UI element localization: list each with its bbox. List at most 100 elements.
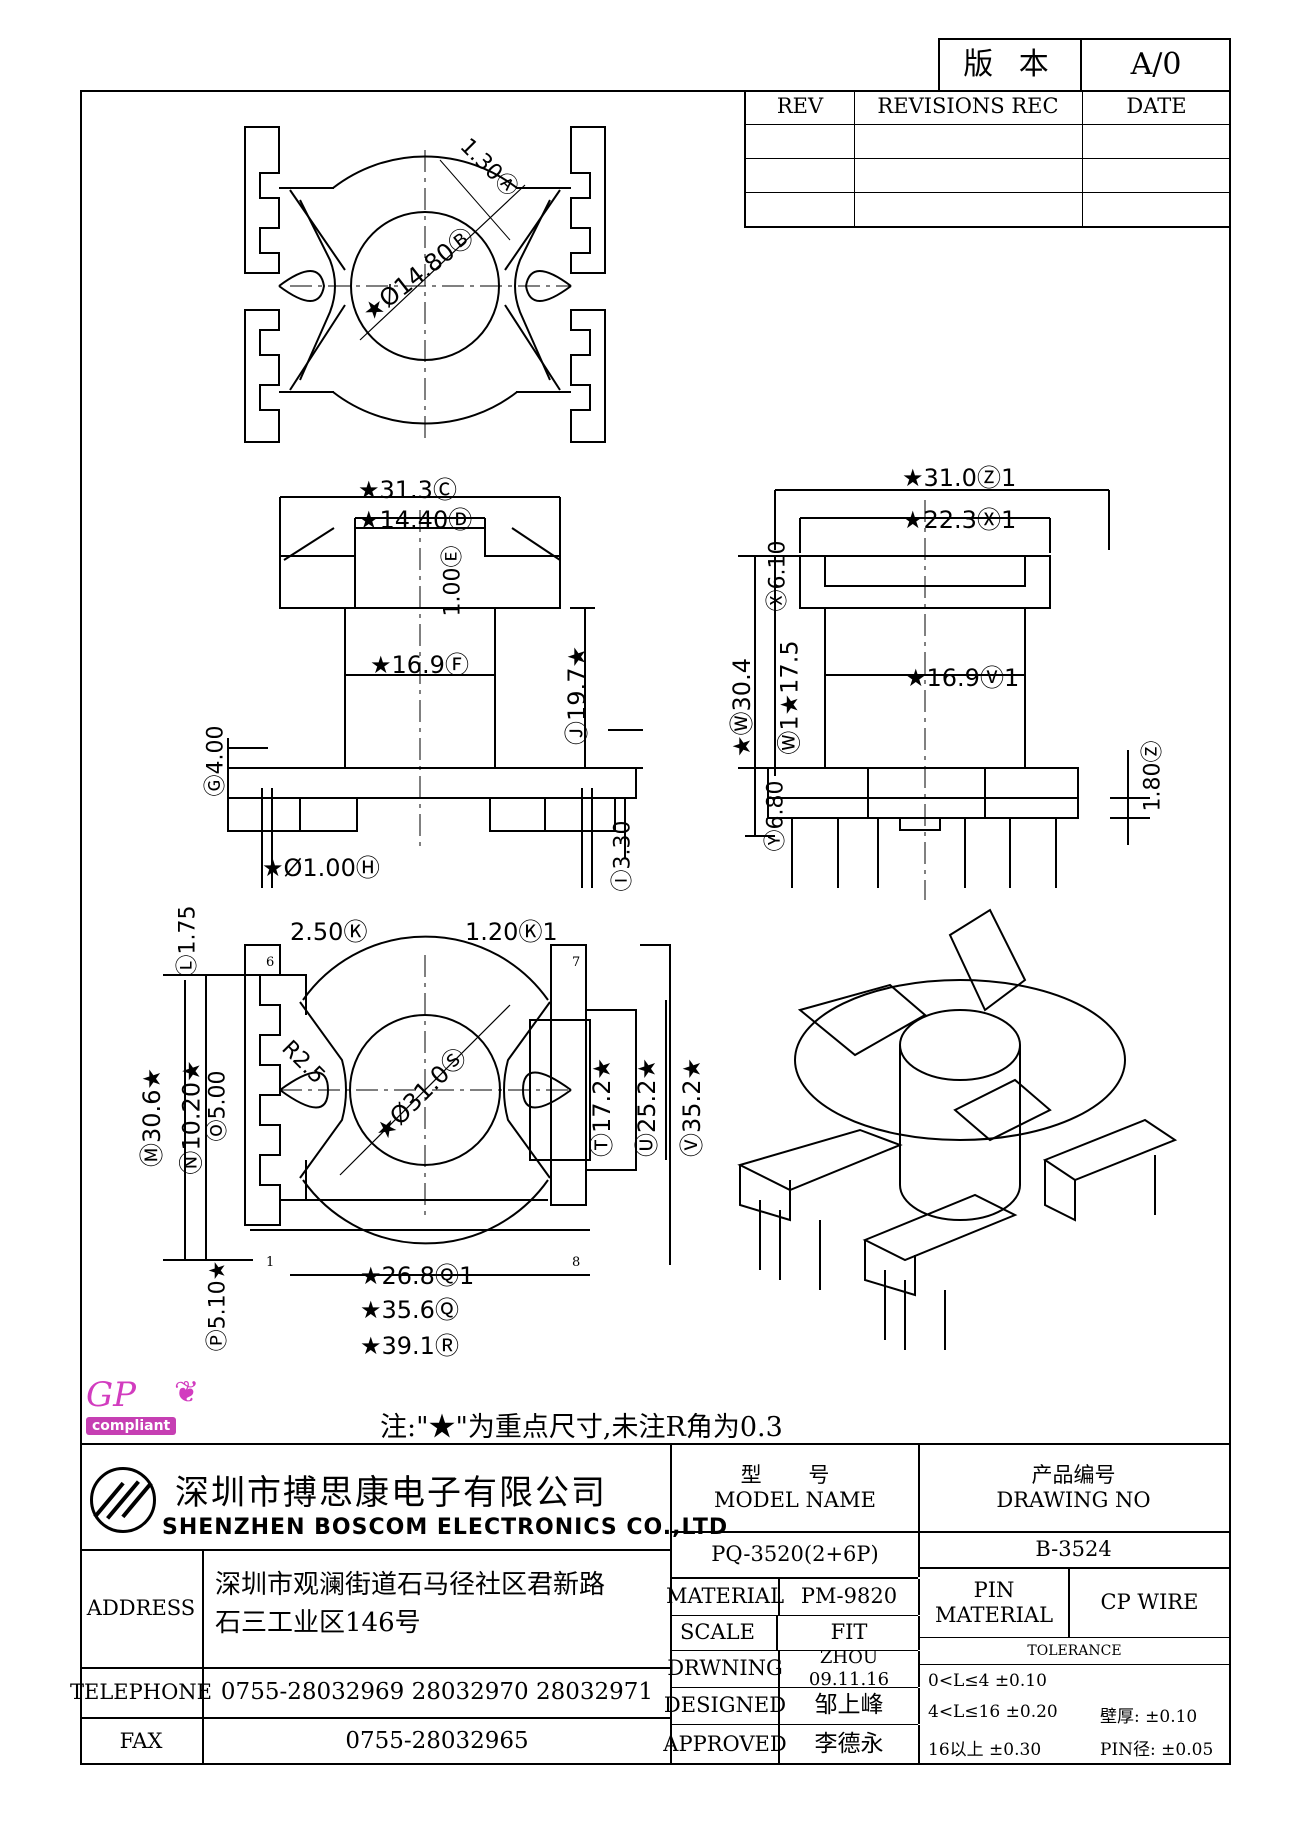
address-value: 深圳市观澜街道石马径社区君新路 石三工业区146号 bbox=[215, 1567, 605, 1642]
dim-26.8: ★26.8Ⓠ1 bbox=[360, 1262, 475, 1290]
model-label: 型 号 MODEL NAME bbox=[672, 1445, 920, 1531]
dim-35.2: Ⓥ35.2★ bbox=[677, 1058, 706, 1157]
dim-35.6: ★35.6Ⓠ bbox=[360, 1296, 459, 1324]
version-value: A/0 bbox=[1130, 47, 1182, 82]
side-view bbox=[738, 489, 1150, 900]
front-view bbox=[227, 496, 643, 888]
dim-30.6: Ⓜ30.6★ bbox=[137, 1068, 166, 1167]
approved-label: APPROVED bbox=[663, 1725, 787, 1765]
drawing-no-label: 产品编号 DRAWING NO bbox=[918, 1445, 1229, 1531]
top-view bbox=[244, 126, 606, 443]
gp-compliant-logo: GP compliant ❦ bbox=[86, 1375, 199, 1435]
model-label-cn: 型 号 bbox=[740, 1462, 850, 1487]
designed-value: 邹上峰 bbox=[780, 1688, 920, 1724]
divider bbox=[672, 1577, 918, 1579]
dim-2.50: 2.50Ⓚ bbox=[290, 918, 368, 946]
pin-number: 6 bbox=[266, 955, 275, 970]
date-header: DATE bbox=[1082, 90, 1231, 125]
dim-1.20: 1.20Ⓚ1 bbox=[465, 918, 558, 946]
pin-label-line1: PIN bbox=[973, 1577, 1015, 1602]
dim-5.00: Ⓞ5.00 bbox=[205, 1070, 231, 1142]
dim-4.00: Ⓖ4.00 bbox=[203, 725, 229, 797]
version-box: 版 本 A/0 bbox=[938, 38, 1231, 90]
revision-row bbox=[746, 158, 1231, 193]
dim-19.7: Ⓙ19.7★ bbox=[562, 646, 591, 745]
rev-col-divider bbox=[854, 124, 855, 226]
pin-label-line2: MATERIAL bbox=[934, 1603, 1054, 1627]
tolerance-row: 16以上 ±0.30 bbox=[928, 1740, 1042, 1760]
leaf-icon: ❦ bbox=[174, 1375, 200, 1410]
divider bbox=[920, 1664, 1229, 1665]
divider bbox=[672, 1650, 918, 1651]
pin-number: 8 bbox=[572, 1255, 581, 1270]
tolerance-pin: PIN径: ±0.05 bbox=[1100, 1740, 1214, 1760]
rev-header: REV bbox=[746, 90, 855, 125]
telephone-value: 0755-28032969 28032970 28032971 bbox=[220, 1679, 654, 1706]
pin-material-label: PIN MATERIAL bbox=[920, 1569, 1070, 1637]
dim-22.3: ★22.3Ⓧ1 bbox=[902, 506, 1017, 534]
divider bbox=[672, 1687, 918, 1688]
designed-label: DESIGNED bbox=[664, 1688, 786, 1724]
tolerance-row: 4<L≤16 ±0.20 bbox=[928, 1702, 1058, 1722]
fax-label: FAX bbox=[80, 1719, 204, 1765]
revisions-table: REV REVISIONS REC DATE bbox=[744, 90, 1231, 228]
drawing-frame bbox=[80, 90, 1231, 1765]
drawn-label: DRWNING bbox=[667, 1651, 783, 1687]
divider bbox=[918, 1567, 1229, 1569]
approved-value: 李德永 bbox=[780, 1725, 920, 1765]
address-line2: 石三工业区146号 bbox=[215, 1607, 421, 1638]
dim-16.9-v1: ★16.9Ⓥ1 bbox=[905, 664, 1020, 692]
revisions-rec-header: REVISIONS REC bbox=[854, 90, 1083, 125]
scale-value: FIT bbox=[780, 1616, 920, 1650]
gp-logo-text: GP bbox=[86, 1375, 137, 1415]
drawing-label-cn: 产品编号 bbox=[1031, 1462, 1116, 1487]
dim-16.9: ★16.9Ⓕ bbox=[370, 651, 469, 679]
revision-row bbox=[746, 124, 1231, 159]
dim-6.80: Ⓨ6.80 bbox=[763, 780, 789, 852]
divider bbox=[670, 1445, 672, 1765]
dim-39.1: ★39.1Ⓡ bbox=[360, 1332, 459, 1360]
fax-value: 0755-28032965 bbox=[345, 1728, 529, 1755]
drawing-label-en: DRAWING NO bbox=[996, 1488, 1151, 1512]
divider bbox=[672, 1615, 918, 1616]
dim-1.00: 1.00Ⓔ bbox=[440, 545, 466, 617]
divider bbox=[672, 1724, 918, 1725]
bottom-view bbox=[163, 935, 671, 1276]
rev-col-divider bbox=[1082, 124, 1083, 226]
dim-dia-1.00: ★Ø1.00Ⓗ bbox=[262, 854, 380, 882]
dim-5.10: Ⓟ5.10★ bbox=[205, 1260, 231, 1352]
dim-3.30: Ⓘ3.30 bbox=[610, 820, 636, 892]
divider bbox=[80, 1667, 670, 1669]
address-label: ADDRESS bbox=[80, 1551, 204, 1667]
dim-25.2: Ⓤ25.2★ bbox=[632, 1058, 661, 1157]
drawing-note: 注:"★"为重点尺寸,未注R角为0.3 bbox=[380, 1412, 783, 1443]
scale-label: SCALE bbox=[672, 1616, 778, 1650]
company-name-en: SHENZHEN BOSCOM ELECTRONICS CO.,LTD bbox=[162, 1515, 729, 1540]
company-name-cn: 深圳市搏思康电子有限公司 bbox=[175, 1473, 607, 1513]
dim-17.2: Ⓣ17.2★ bbox=[587, 1058, 616, 1157]
divider bbox=[80, 1549, 670, 1551]
address-line1: 深圳市观澜街道石马径社区君新路 bbox=[215, 1570, 606, 1600]
technical-drawing bbox=[163, 126, 1178, 1350]
tolerance-wall: 壁厚: ±0.10 bbox=[1100, 1707, 1198, 1727]
dim-31.3: ★31.3Ⓒ bbox=[358, 476, 457, 504]
divider bbox=[672, 1531, 1229, 1533]
tolerance-row: 0<L≤4 ±0.10 bbox=[928, 1671, 1047, 1691]
model-label-en: MODEL NAME bbox=[714, 1488, 876, 1512]
divider bbox=[920, 1637, 1229, 1638]
dim-1.75: Ⓛ1.75 bbox=[175, 905, 201, 977]
pin-material-value: CP WIRE bbox=[1100, 1590, 1199, 1615]
pin-number: 7 bbox=[572, 955, 581, 970]
isometric-view bbox=[737, 908, 1178, 1350]
pin-number: 1 bbox=[266, 1255, 275, 1270]
drawn-value: ZHOU 09.11.16 bbox=[780, 1647, 920, 1690]
dim-17.5: Ⓦ1★17.5 bbox=[775, 640, 804, 755]
version-label: 版 本 bbox=[940, 40, 1082, 90]
tolerance-title: TOLERANCE bbox=[1027, 1642, 1122, 1659]
dim-14.40: ★14.40Ⓓ bbox=[358, 506, 473, 534]
telephone-label: TELEPHONE bbox=[70, 1669, 212, 1717]
gp-logo-tag: compliant bbox=[86, 1417, 177, 1435]
title-block: 深圳市搏思康电子有限公司 SHENZHEN BOSCOM ELECTRONICS… bbox=[70, 1443, 1231, 1765]
divider bbox=[80, 1717, 670, 1719]
drawing-no-value: B-3524 bbox=[1035, 1537, 1112, 1562]
